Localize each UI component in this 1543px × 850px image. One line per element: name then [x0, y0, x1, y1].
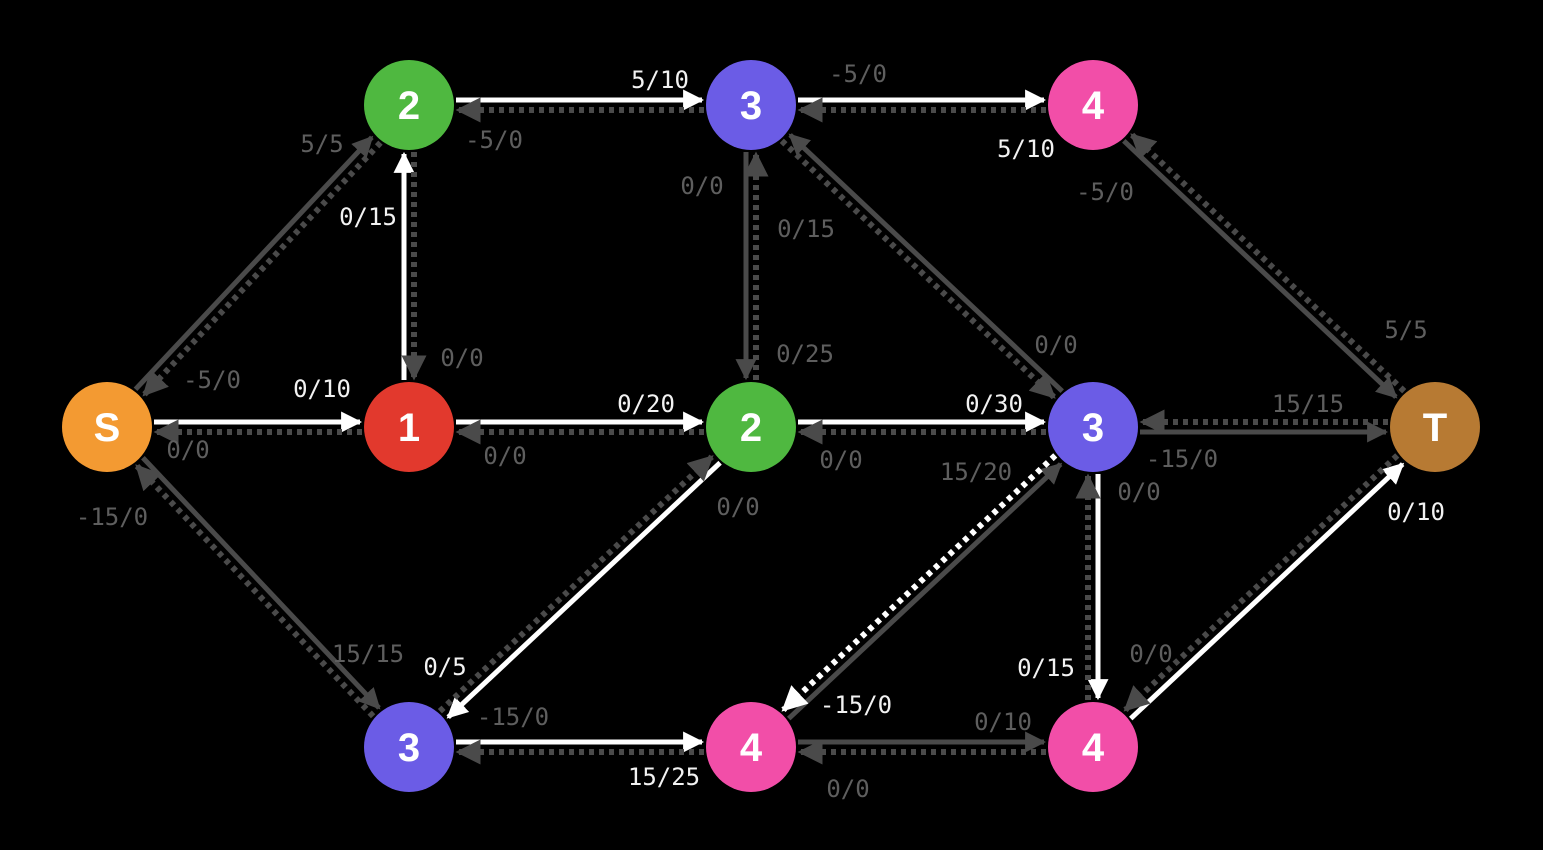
- edge-label: 0/0: [680, 172, 723, 200]
- edge-label: -5/0: [1076, 178, 1134, 206]
- edge-label: 0/10: [974, 708, 1032, 736]
- edge-label: -15/0: [820, 691, 892, 719]
- edge-n4a-to-T: [1122, 139, 1398, 399]
- edge-label: 5/10: [631, 66, 689, 94]
- edge-label: 0/10: [293, 375, 351, 403]
- node-label: T: [1423, 406, 1447, 450]
- node-label: 3: [1082, 406, 1104, 450]
- edge-label: 0/15: [339, 203, 397, 231]
- node-circle: [62, 382, 152, 472]
- edge-label: 0/0: [440, 344, 483, 372]
- edge-label: -5/0: [829, 60, 887, 88]
- node-n2b: 2: [706, 382, 796, 472]
- edge-n3b-to-n4b: [781, 453, 1058, 713]
- edge-label: -15/0: [477, 703, 549, 731]
- node-n3b: 3: [1048, 382, 1138, 472]
- node-S: S: [62, 382, 152, 472]
- node-n3c: 3: [364, 702, 454, 792]
- node-circle: [1048, 60, 1138, 150]
- edge-label: 0/10: [1387, 498, 1445, 526]
- node-circle: [1390, 382, 1480, 472]
- node-label: 4: [1082, 726, 1105, 770]
- node-label: 1: [398, 406, 420, 450]
- node-T: T: [1390, 382, 1480, 472]
- node-circle: [706, 60, 796, 150]
- edge-label: 0/15: [1017, 654, 1075, 682]
- edge-label: 15/15: [332, 640, 404, 668]
- edge-labels-layer: 0/10 0/0 5/5 -5/0 15/15 -15/0 0/15 0/0 0/20 0/0 5/…: [76, 60, 1445, 803]
- edge-label: -5/0: [465, 126, 523, 154]
- node-label: 4: [740, 726, 763, 770]
- edges-layer: [133, 89, 1407, 765]
- node-label: 2: [398, 84, 420, 128]
- edge-label: 15/15: [1272, 390, 1344, 418]
- edge-n3a-to-n3b: [779, 138, 1056, 400]
- edge-T-to-n4a: [1130, 132, 1407, 394]
- node-circle: [364, 702, 454, 792]
- node-label: 3: [740, 84, 762, 128]
- edge-label: 0/0: [819, 446, 862, 474]
- edge-label: 0/25: [776, 340, 834, 368]
- node-circle: [364, 382, 454, 472]
- edge-label: 0/0: [166, 436, 209, 464]
- edge-label: 0/0: [1034, 331, 1077, 359]
- edge-label: 0/30: [965, 390, 1023, 418]
- edge-n3c-to-S: [134, 464, 376, 719]
- node-n1: 1: [364, 382, 454, 472]
- node-label: 3: [398, 726, 420, 770]
- edge-label: 0/0: [1117, 478, 1160, 506]
- edge-label: -15/0: [76, 503, 148, 531]
- node-label: S: [94, 406, 121, 450]
- edge-label: 15/20: [940, 458, 1012, 486]
- edge-n3b-to-n3a: [788, 133, 1064, 393]
- edge-S-to-n2a: [133, 135, 374, 392]
- node-circle: [1048, 702, 1138, 792]
- node-n4b: 4: [706, 702, 796, 792]
- node-circle: [706, 702, 796, 792]
- edge-S-to-n3c: [141, 456, 381, 710]
- edge-n3c-to-n2b: [437, 454, 714, 714]
- edge-label: 0/0: [1129, 640, 1172, 668]
- node-n3a: 3: [706, 60, 796, 150]
- node-n4a: 4: [1048, 60, 1138, 150]
- node-circle: [364, 60, 454, 150]
- edge-label: 5/5: [300, 130, 343, 158]
- edge-n4c-to-T: [1129, 462, 1405, 721]
- edge-label: -5/0: [183, 366, 241, 394]
- node-circle: [1048, 382, 1138, 472]
- edge-label: 5/10: [997, 135, 1055, 163]
- edge-label: -15/0: [1146, 445, 1218, 473]
- edge-label: 5/5: [1384, 316, 1427, 344]
- edge-label: 0/5: [423, 653, 466, 681]
- edge-label: 0/0: [826, 775, 869, 803]
- edge-n2a-to-S: [141, 140, 383, 397]
- node-circle: [706, 382, 796, 472]
- node-n4c: 4: [1048, 702, 1138, 792]
- edge-T-to-n4c: [1123, 453, 1400, 713]
- node-label: 2: [740, 406, 762, 450]
- edge-label: 0/15: [777, 215, 835, 243]
- edge-n2b-to-n3c: [446, 460, 722, 719]
- node-label: 4: [1082, 84, 1105, 128]
- node-n2a: 2: [364, 60, 454, 150]
- edge-label: 0/20: [617, 390, 675, 418]
- edge-label: 0/0: [716, 493, 759, 521]
- edge-n4b-to-n3b: [787, 462, 1063, 721]
- edge-label: 0/0: [483, 442, 526, 470]
- edge-label: 15/25: [628, 763, 700, 791]
